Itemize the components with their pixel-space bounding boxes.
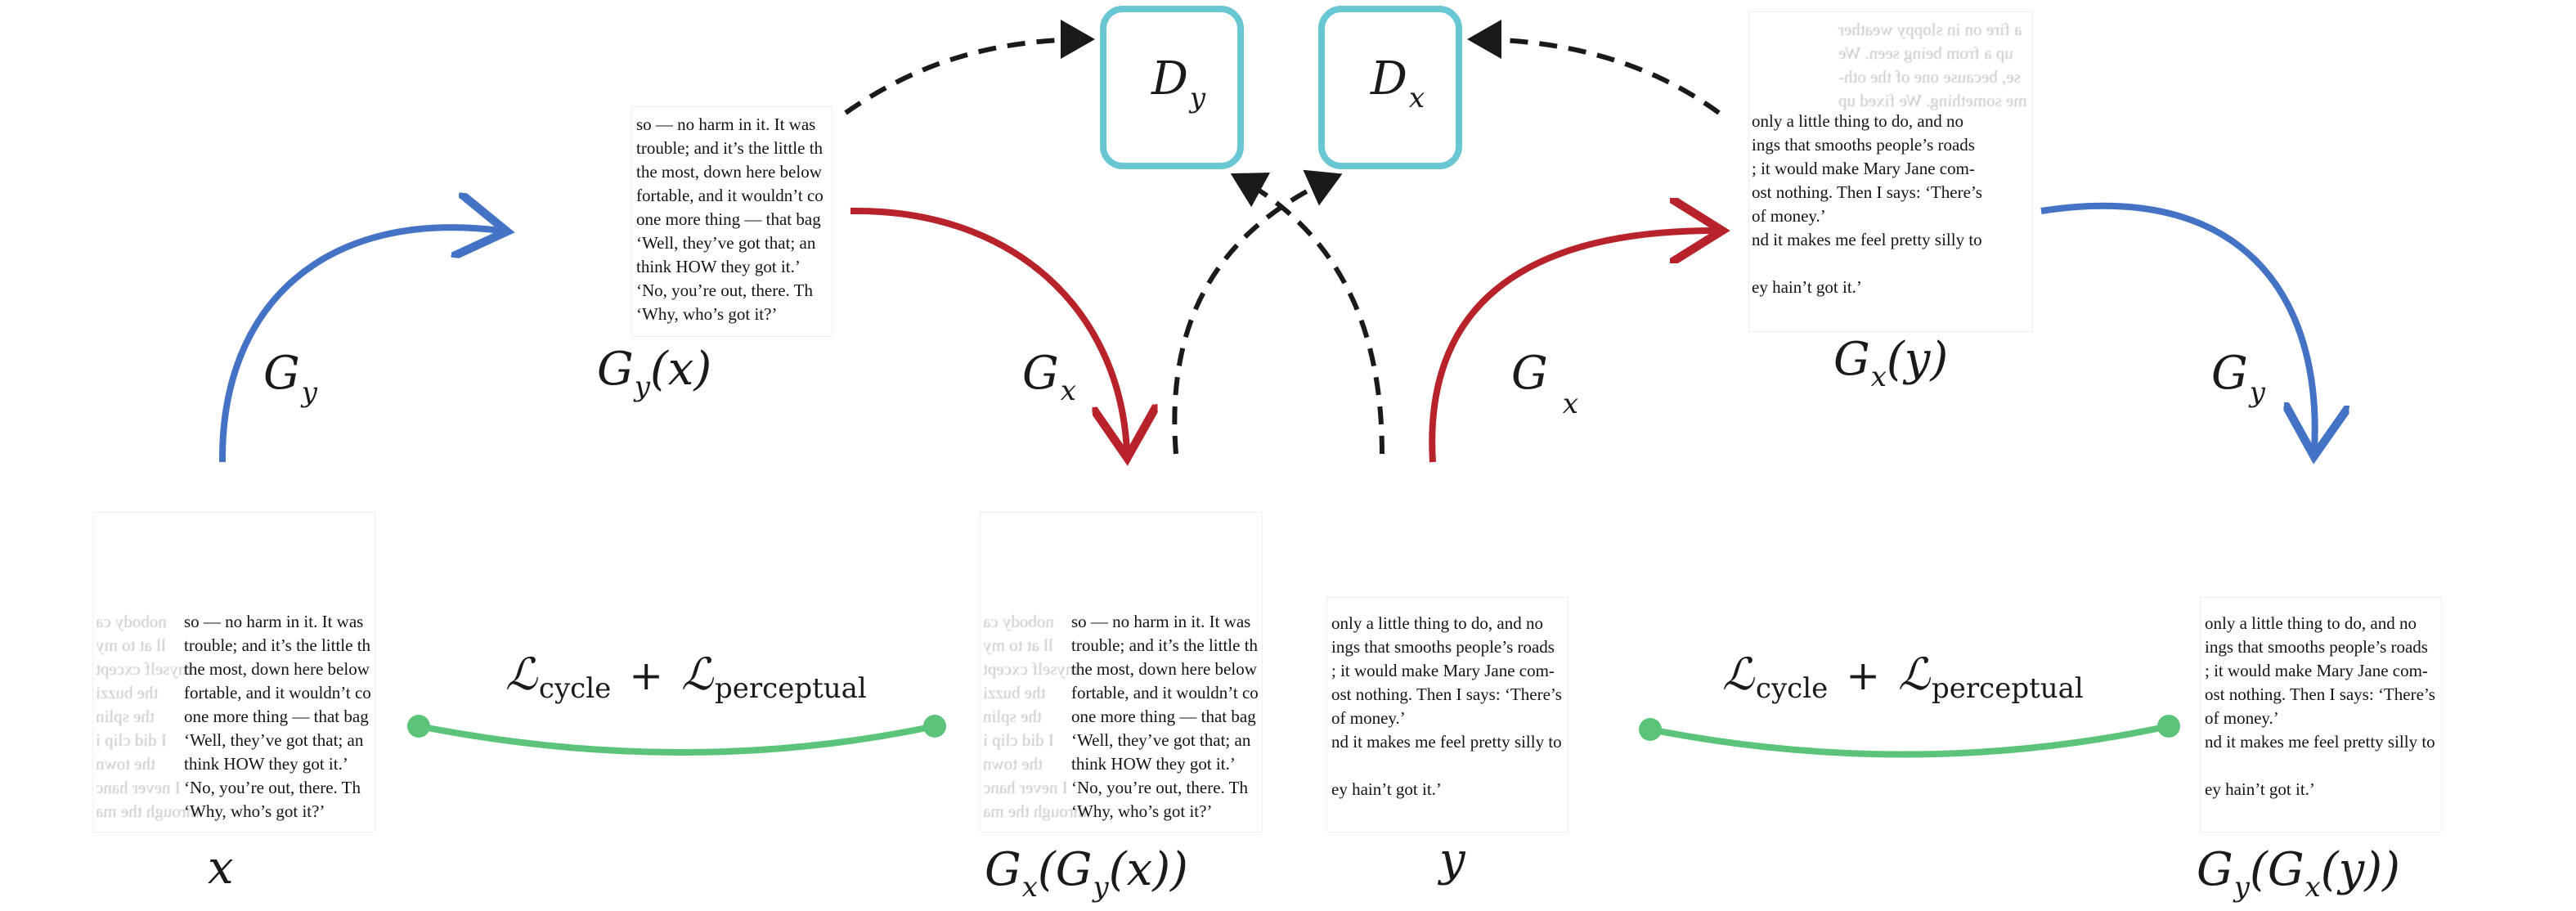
passage-line: ey hain’t got it.’ — [1331, 779, 1442, 799]
passage-line: think HOW they got it.’ — [636, 257, 801, 276]
arrow-gy-right — [2040, 202, 2315, 450]
loss-link-left — [418, 723, 936, 756]
passage-line: ‘No, you’re out, there. Th — [184, 778, 361, 797]
dashed-to-dx-bottom — [1172, 169, 1343, 455]
passage-line: nd it makes me feel pretty silly to — [1752, 230, 1982, 249]
passage-line: ings that smooths people’s roads — [2205, 637, 2428, 657]
passage-line: ey hain’t got it.’ — [2205, 779, 2315, 799]
gy-left-label: Gy — [263, 347, 318, 409]
arrow-gx-right — [1429, 231, 1716, 463]
gx-of-y-label: Gx(y) — [1833, 333, 1948, 393]
passage-line: so — no harm in it. It was — [184, 612, 364, 631]
dy-label: Dy — [1151, 52, 1206, 114]
passage-line: trouble; and it’s the little th — [184, 635, 371, 655]
gx-right-label: Gx — [1511, 347, 1578, 420]
passage-line: fortable, and it wouldn’t co — [184, 683, 371, 702]
passage-line: ; it would make Mary Jane com- — [1331, 661, 1555, 680]
passage-line: the most, down here below — [636, 162, 822, 182]
gx-left-label: Gx — [1022, 347, 1076, 407]
passage-line: one more thing — that bag — [636, 209, 821, 229]
dashed-to-dy-bottom — [1230, 173, 1384, 455]
x-label: x — [208, 841, 234, 895]
passage-line: ‘Well, they’ve got that; an — [636, 233, 816, 253]
passage-line: so — no harm in it. It was — [636, 114, 816, 134]
passage-line: ‘Why, who’s got it?’ — [636, 304, 778, 324]
passage-line: only a little thing to do, and no — [1752, 111, 1963, 131]
cycle-left-label: Gx(Gy(x)) — [985, 843, 1188, 904]
gy-right-label: Gy — [2211, 347, 2266, 409]
discriminator-dx-box — [1318, 6, 1462, 169]
loss-link-left-end — [923, 715, 946, 738]
passage-line: ‘No, you’re out, there. Th — [1071, 778, 1248, 797]
passage-line: of money.’ — [1752, 206, 1826, 226]
discriminator-dy-box — [1100, 6, 1244, 169]
image-gy-gx-y: only a little thing to do, and no ings th… — [2200, 597, 2442, 832]
passage-line: ost nothing. Then I says: ‘There’s — [2205, 684, 2435, 704]
arrow-gy-left — [218, 227, 500, 463]
passage-line: one more thing — that bag — [184, 707, 369, 726]
dashed-to-dy-top — [844, 20, 1095, 115]
passage-line: ‘Why, who’s got it?’ — [184, 801, 325, 821]
dashed-to-dx-top — [1467, 20, 1721, 115]
passage-line: fortable, and it wouldn’t co — [636, 186, 824, 205]
passage-line: ‘Well, they’ve got that; an — [184, 730, 364, 750]
passage-line: of money.’ — [1331, 708, 1406, 728]
passage-line: one more thing — that bag — [1071, 707, 1256, 726]
passage-line: ‘No, you’re out, there. Th — [636, 280, 813, 300]
dx-label: Dx — [1370, 52, 1425, 114]
passage-line: only a little thing to do, and no — [1331, 613, 1543, 633]
gy-of-x-label: Gy(x) — [597, 343, 711, 403]
passage-line: the most, down here below — [1071, 659, 1257, 679]
passage-line: ost nothing. Then I says: ‘There’s — [1331, 684, 1562, 704]
passage-line: ; it would make Mary Jane com- — [2205, 661, 2428, 680]
passage-line: ings that smooths people’s roads — [1752, 135, 1975, 155]
passage-line: ‘Why, who’s got it?’ — [1071, 801, 1213, 821]
passage-line: ost nothing. Then I says: ‘There’s — [1752, 182, 1982, 202]
passage-line: nd it makes me feel pretty silly to — [2205, 732, 2435, 752]
passage-line: so — no harm in it. It was — [1071, 612, 1251, 631]
passage-line: think HOW they got it.’ — [1071, 754, 1236, 774]
passage-line: only a little thing to do, and no — [2205, 613, 2417, 633]
passage-line: ings that smooths people’s roads — [1331, 637, 1555, 657]
passage-line: of money.’ — [2205, 708, 2279, 728]
passage-line: ‘Well, they’ve got that; an — [1071, 730, 1251, 750]
loss-left-label: ℒcycle+ℒperceptual — [505, 648, 867, 705]
passage-line: trouble; and it’s the little th — [1071, 635, 1259, 655]
passage-line: think HOW they got it.’ — [184, 754, 348, 774]
passage-line: nd it makes me feel pretty silly to — [1331, 732, 1562, 752]
passage-line: fortable, and it wouldn’t co — [1071, 683, 1259, 702]
image-gy-of-x: so — no harm in it. It was trouble; and i… — [631, 106, 832, 337]
loss-link-right-start — [1639, 718, 1662, 741]
passage-line: trouble; and it’s the little th — [636, 138, 824, 158]
passage-line: the most, down here below — [184, 659, 370, 679]
image-y: only a little thing to do, and no ings th… — [1326, 597, 1568, 832]
loss-link-right-end — [2157, 715, 2180, 738]
y-label: y — [1437, 833, 1466, 886]
passage-line: ; it would make Mary Jane com- — [1752, 159, 1975, 178]
loss-link-left-start — [407, 715, 430, 738]
arrow-gx-left — [850, 207, 1127, 451]
loss-link-right — [1649, 723, 2170, 758]
cycle-right-label: Gy(Gx(y)) — [2197, 843, 2400, 904]
loss-right-label: ℒcycle+ℒperceptual — [1722, 648, 2084, 705]
passage-line: ey hain’t got it.’ — [1752, 277, 1862, 297]
